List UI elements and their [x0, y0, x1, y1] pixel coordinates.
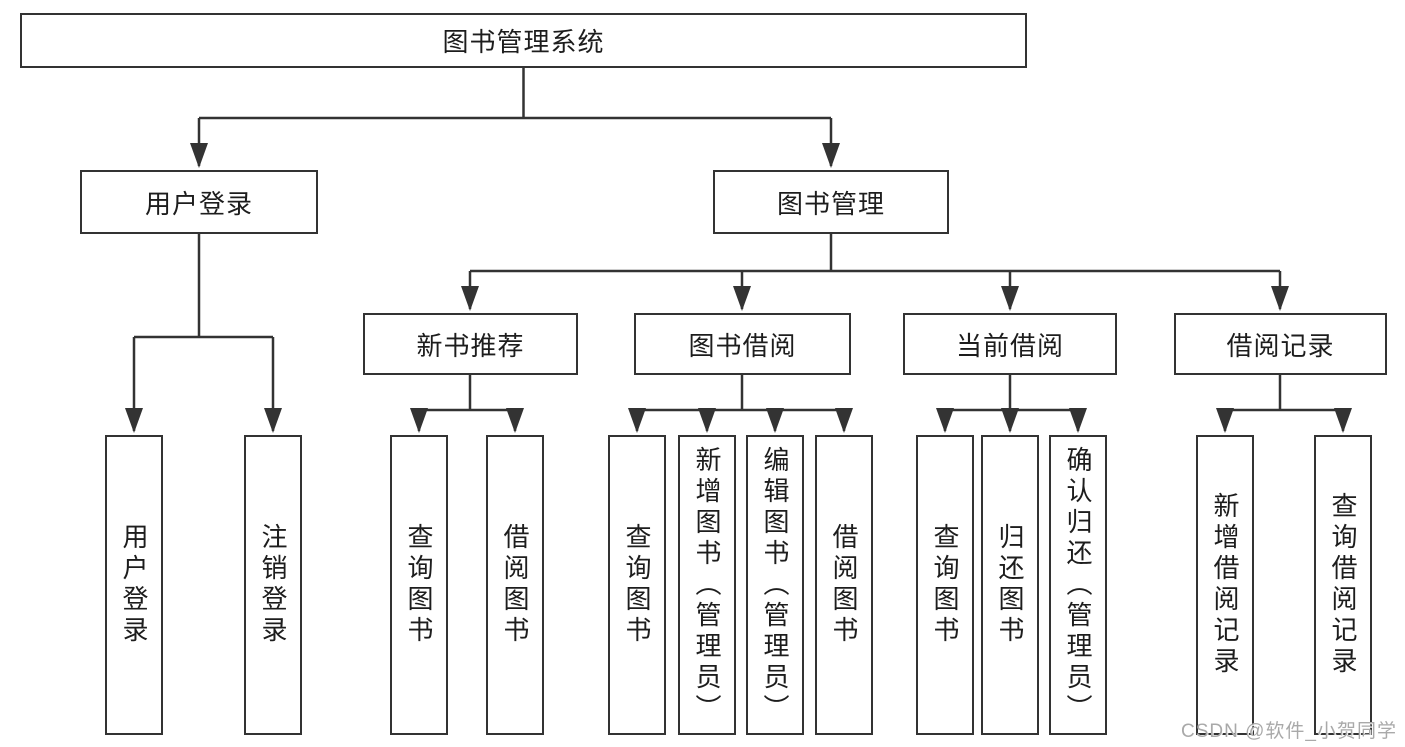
leaf-query-borrow-record: 查询借阅记录 [1314, 435, 1372, 735]
leaf-borrow-books-recommend: 借阅图书 [486, 435, 544, 735]
leaf-add-borrow-record: 新增借阅记录 [1196, 435, 1254, 735]
leaf-query-books-recommend: 查询图书 [390, 435, 448, 735]
node-book-borrowing: 图书借阅 [634, 313, 851, 375]
leaf-query-books-current: 查询图书 [916, 435, 974, 735]
leaf-add-books-admin: 新增图书（管理员） [678, 435, 736, 735]
leaf-logout: 注销登录 [244, 435, 302, 735]
leaf-return-books: 归还图书 [981, 435, 1039, 735]
node-library-system: 图书管理系统 [20, 13, 1027, 68]
leaf-edit-books-admin: 编辑图书（管理员） [746, 435, 804, 735]
leaf-borrow-books-borrowing: 借阅图书 [815, 435, 873, 735]
node-user-login: 用户登录 [80, 170, 318, 234]
node-new-book-recommendation: 新书推荐 [363, 313, 578, 375]
node-borrowing-records: 借阅记录 [1174, 313, 1387, 375]
node-current-borrowing: 当前借阅 [903, 313, 1117, 375]
node-book-management: 图书管理 [713, 170, 949, 234]
leaf-user-login: 用户登录 [105, 435, 163, 735]
leaf-query-books-borrowing: 查询图书 [608, 435, 666, 735]
leaf-confirm-return-admin: 确认归还（管理员） [1049, 435, 1107, 735]
watermark-text: CSDN @软件_小贺同学 [1181, 721, 1397, 742]
